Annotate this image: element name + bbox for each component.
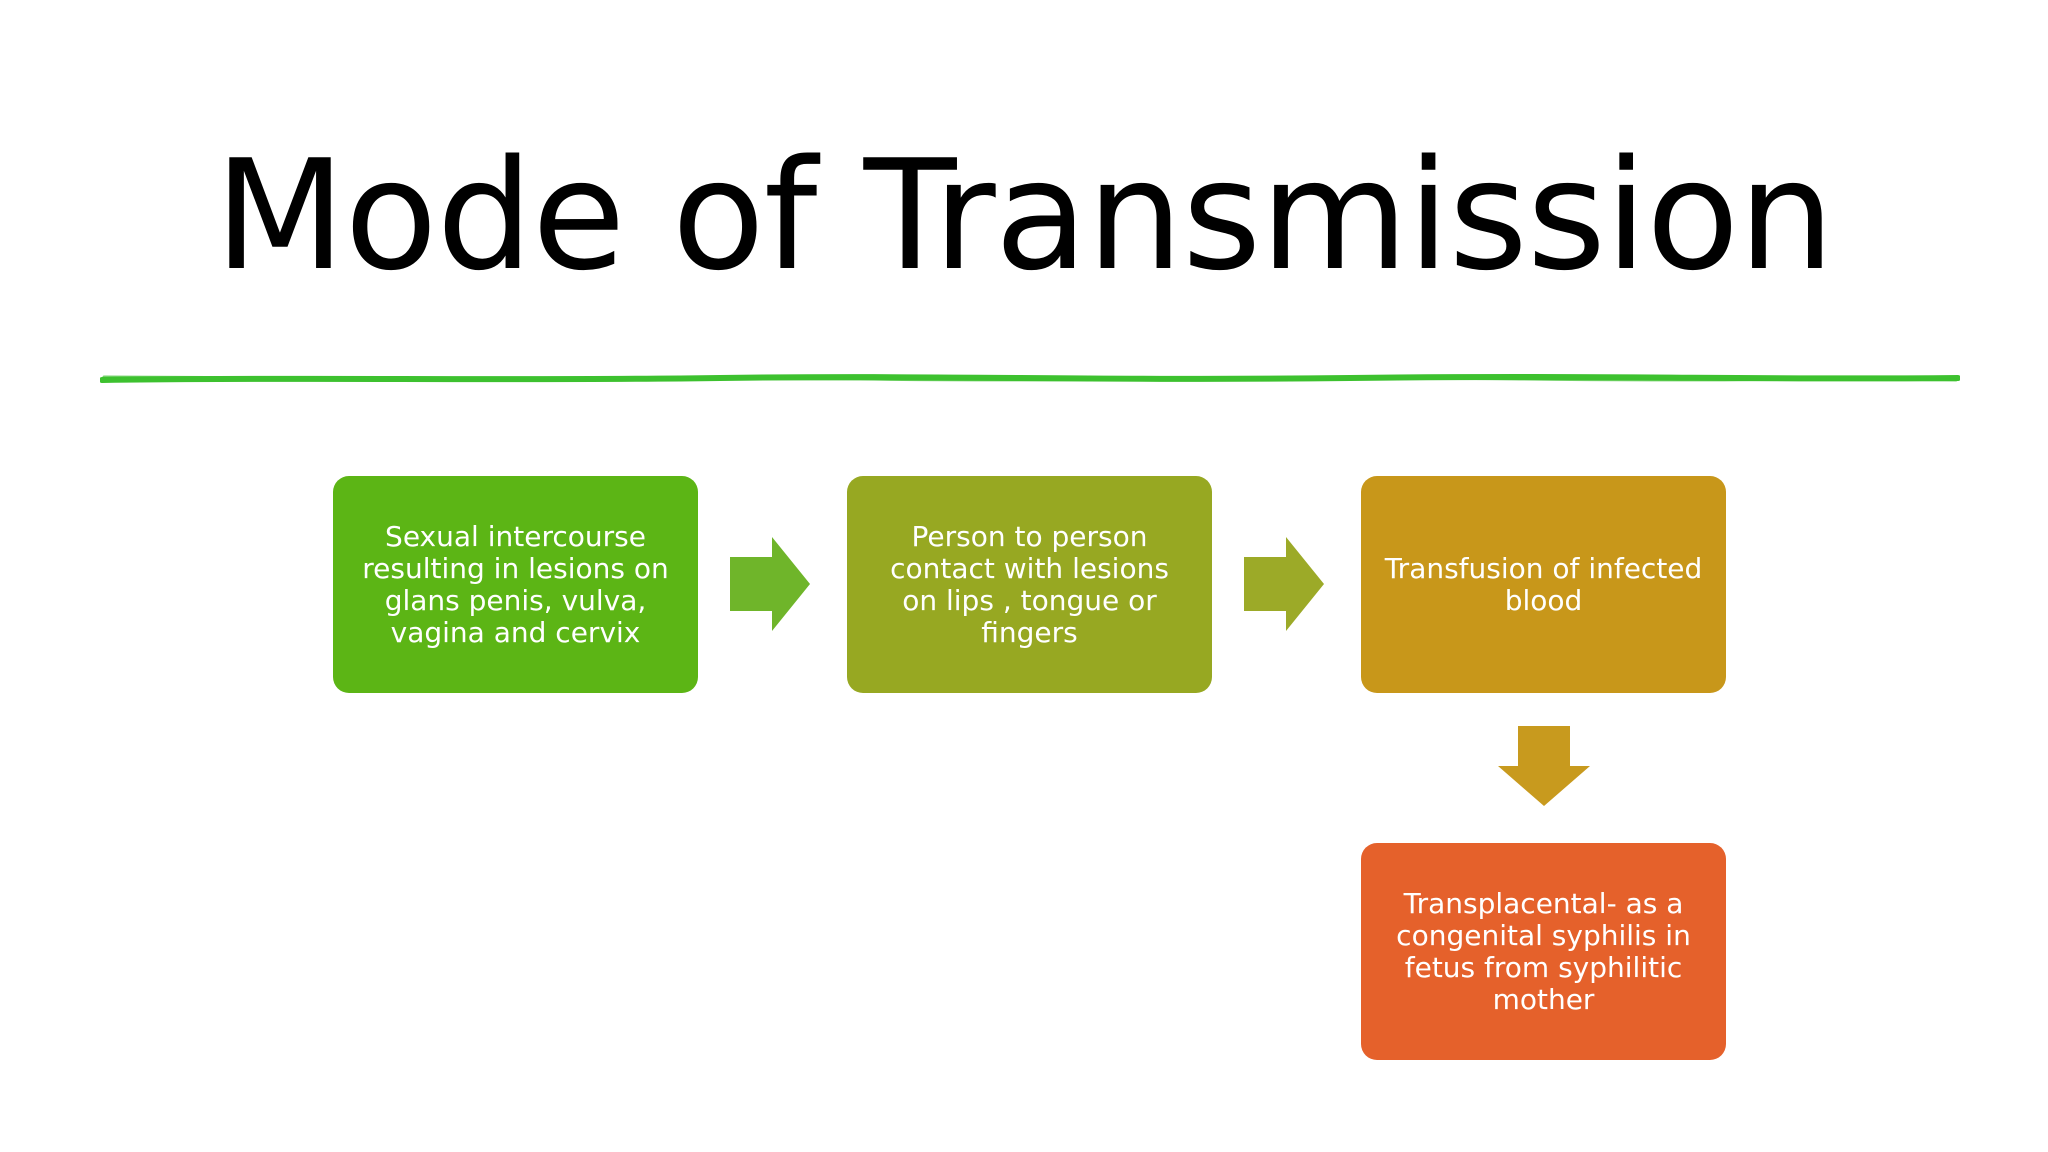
- right-arrow-icon: [1244, 537, 1324, 631]
- flow-box-transplacental: Transplacental- as a congenital syphilis…: [1361, 843, 1726, 1060]
- title-divider-line: [100, 374, 1960, 383]
- flow-box-person-contact: Person to person contact with lesions on…: [847, 476, 1212, 693]
- flow-box-text: Transfusion of infected blood: [1384, 551, 1703, 617]
- flow-box-text: Person to person contact with lesions on…: [890, 519, 1169, 649]
- flow-box-transfusion: Transfusion of infected blood: [1361, 476, 1726, 693]
- flow-box-sexual-intercourse: Sexual intercourse resulting in lesions …: [333, 476, 698, 693]
- right-arrow-icon: [730, 537, 810, 631]
- down-arrow-icon: [1498, 726, 1590, 806]
- slide-title: Mode of Transmission: [214, 127, 1834, 304]
- flow-box-text: Sexual intercourse resulting in lesions …: [362, 519, 669, 649]
- flow-box-text: Transplacental- as a congenital syphilis…: [1396, 886, 1691, 1016]
